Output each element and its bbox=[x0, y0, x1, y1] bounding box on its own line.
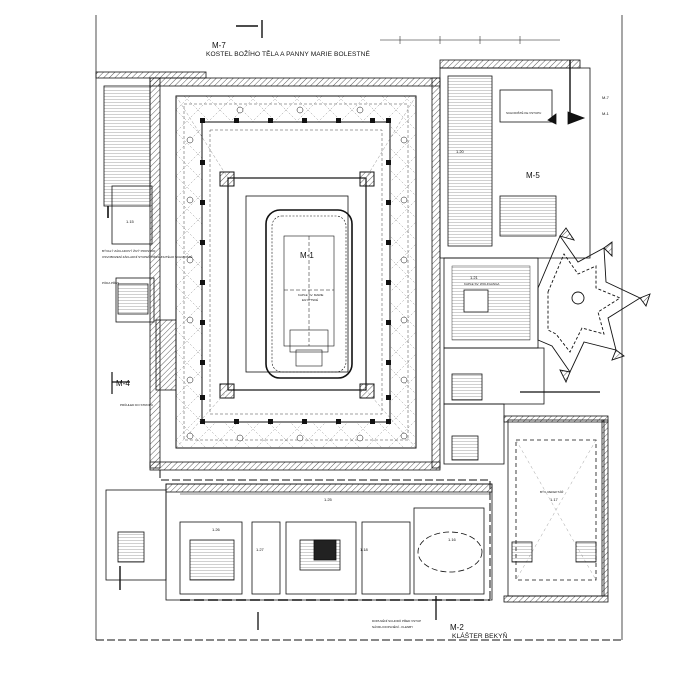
note-left-a: BÝVALÝ ZÁKLADOVÝ ŽIVÝ PROSTOR bbox=[102, 249, 156, 253]
cloister-piers bbox=[200, 118, 391, 424]
note-left-d: PRŮHLED DO STROPU bbox=[120, 403, 154, 407]
note-left-b: OSVOBOZENÍ ZÁKLADNÍ STUPEŇ PŘESUNUTÉHO S… bbox=[102, 255, 193, 259]
boundary-line bbox=[96, 470, 622, 641]
bottom-wing bbox=[165, 483, 493, 601]
note-bottom-b: NÁVRH DOPLNĚNÍ - KLENBY bbox=[372, 625, 414, 629]
room-1-25: 1.25 bbox=[324, 497, 332, 502]
label-m7-right: M-7 bbox=[602, 95, 609, 100]
left-wing bbox=[103, 85, 177, 590]
note-right-a: SCHODIŠTĚ KE VSTUPU bbox=[506, 111, 542, 115]
label-m2: M-2 bbox=[450, 623, 464, 632]
label-church-title: KOSTEL BOŽÍHO TĚLA A PANNY MARIE BOLESTN… bbox=[206, 51, 370, 58]
elevation-markers bbox=[186, 106, 408, 442]
label-m5: M-5 bbox=[526, 171, 540, 180]
room-1-17-name: BÝV. REFEKTÁŘ bbox=[540, 490, 564, 494]
section-marker-top bbox=[236, 20, 263, 38]
chapel-m1 bbox=[219, 171, 375, 399]
refectory bbox=[503, 415, 609, 603]
right-wing-m5 bbox=[439, 60, 591, 259]
room-1-21: 1.21 bbox=[470, 275, 478, 280]
section-marker-m2 bbox=[257, 596, 437, 630]
room-1-17: 1.17 bbox=[550, 497, 558, 502]
room-1-18: 1.18 bbox=[360, 547, 368, 552]
room-1-26: 1.26 bbox=[212, 527, 220, 532]
star-apse bbox=[537, 227, 651, 384]
label-klaster: KLÁŠTER BEKYŇ bbox=[452, 633, 508, 640]
label-m1: M-1 bbox=[300, 251, 314, 260]
note-left-c: PŮDA PŘES bbox=[102, 281, 120, 285]
room-1-15: 1.15 bbox=[126, 219, 134, 224]
room-1-20: 1.20 bbox=[456, 149, 464, 154]
label-m4: M-4 bbox=[116, 379, 130, 388]
label-m1-right: M-1 bbox=[602, 111, 609, 116]
room-1-27: 1.27 bbox=[256, 547, 264, 552]
top-dimension-ticks bbox=[380, 36, 560, 44]
label-m7: M-7 bbox=[212, 41, 226, 50]
chapel-wolfgang bbox=[443, 257, 539, 349]
sheet-frame bbox=[95, 15, 623, 640]
label-m1-caption-1: KAPLE SV. MARIE bbox=[298, 293, 324, 297]
right-corridor bbox=[443, 347, 600, 465]
label-m1-caption-2: EGYPTSKÉ bbox=[302, 298, 319, 302]
section-marker-m4 bbox=[111, 372, 130, 394]
vault-diagonals bbox=[175, 95, 417, 449]
cloister-ambulatory bbox=[175, 95, 417, 449]
room-1-16: 1.16 bbox=[448, 537, 456, 542]
room-1-21-name: KAPLE SV. WOLFGANGA bbox=[464, 282, 500, 286]
note-bottom-a: DOPLNĚNÍ SCHODŮ PŘED VSTUP bbox=[372, 619, 422, 623]
